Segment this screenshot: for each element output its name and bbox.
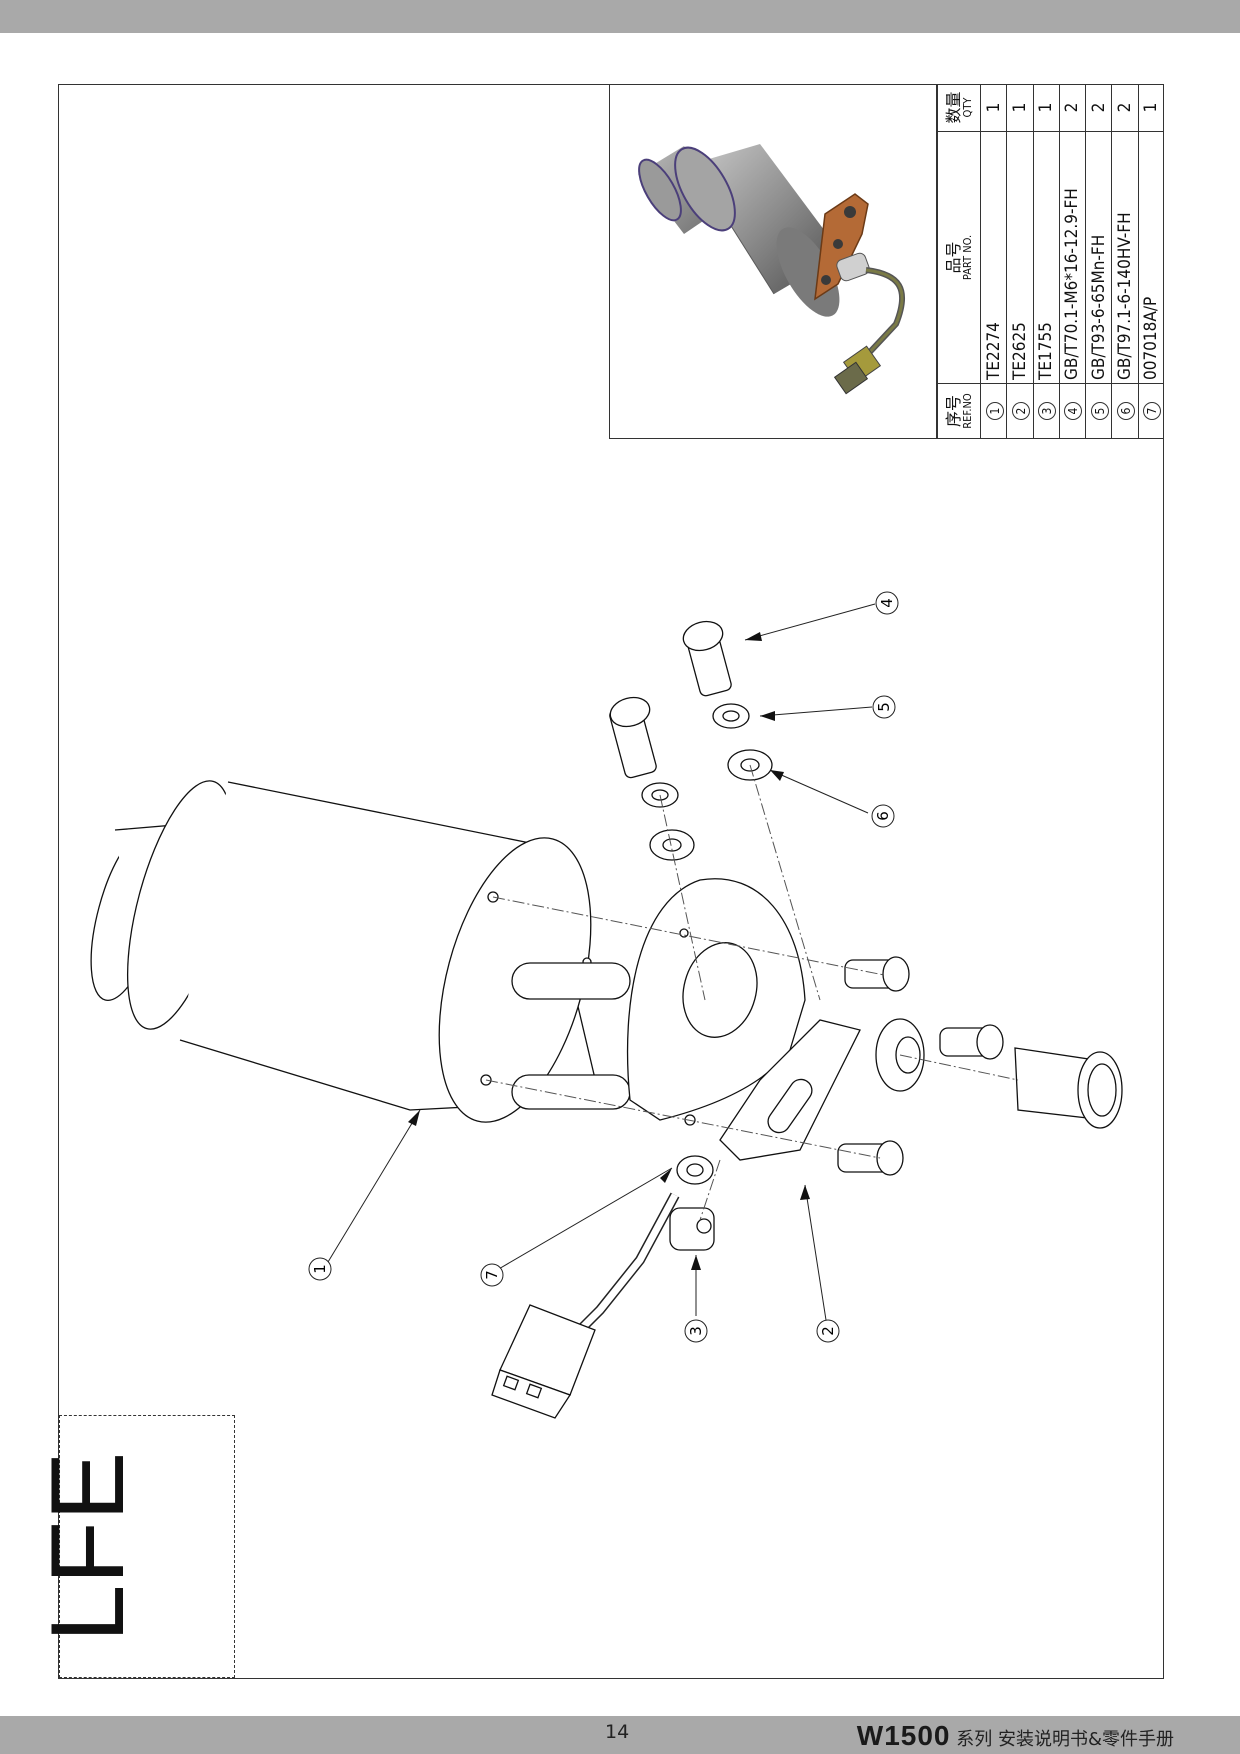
assembly-lines <box>485 764 1019 1221</box>
page-number: 14 <box>605 1721 630 1743</box>
cable-assembly <box>833 252 906 395</box>
callout-4: 4 <box>875 591 899 615</box>
footer-suffix: 系列 安装说明书&零件手册 <box>956 1729 1174 1750</box>
callout-1: 1 <box>308 1257 332 1281</box>
svg-text:4: 4 <box>878 598 896 608</box>
svg-text:1: 1 <box>311 1264 329 1274</box>
footer-model: W1500 <box>856 1720 951 1751</box>
callout-2: 2 <box>816 1319 840 1343</box>
screw-set-side <box>837 956 1004 1176</box>
motor-body <box>674 144 842 317</box>
callout-6: 6 <box>871 804 895 828</box>
assembly-preview <box>609 84 936 439</box>
callout-3: 3 <box>684 1319 708 1343</box>
callout-balloons: 1 2 3 4 5 6 7 <box>308 591 899 1343</box>
svg-text:2: 2 <box>819 1326 837 1336</box>
leader-arrowheads <box>408 632 810 1270</box>
motor-part <box>90 780 631 1123</box>
bracket-part <box>626 878 861 1161</box>
svg-text:7: 7 <box>483 1270 501 1280</box>
drawing-frame <box>58 84 1164 1679</box>
end-cap <box>1014 1047 1123 1129</box>
footer-bar <box>0 1716 1240 1754</box>
svg-text:5: 5 <box>875 702 893 712</box>
footer-title: W1500 系列 安装说明书&零件手册 <box>857 1720 1174 1752</box>
cable-connector <box>491 1155 715 1419</box>
leader-lines <box>327 603 876 1321</box>
assembly-preview-render <box>638 144 906 395</box>
exploded-linework <box>90 620 1123 1419</box>
screw-set-upper <box>609 620 773 861</box>
svg-text:6: 6 <box>874 811 892 821</box>
section-label: LFE <box>30 1451 146 1643</box>
section-label-box <box>59 1415 235 1678</box>
svg-text:3: 3 <box>687 1326 705 1336</box>
copper-bracket <box>814 193 869 301</box>
callout-5: 5 <box>872 695 896 719</box>
callout-7: 7 <box>480 1263 504 1287</box>
top-bar <box>0 0 1240 33</box>
